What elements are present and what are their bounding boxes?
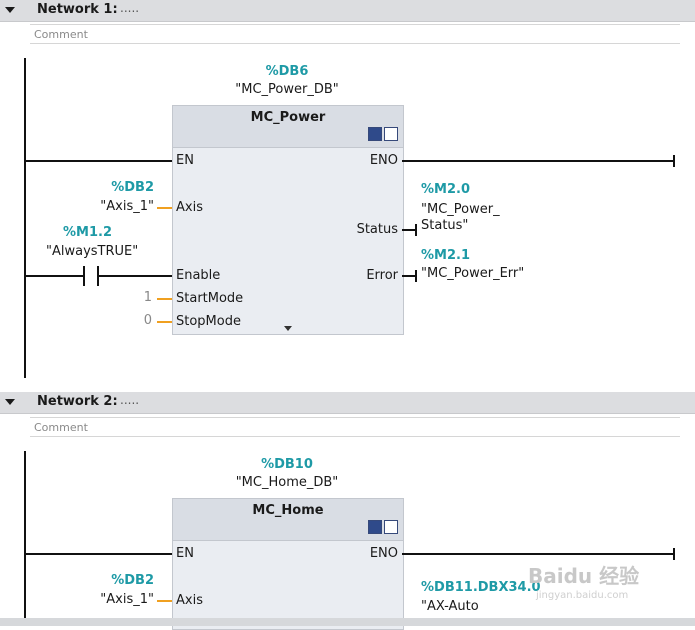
network-2-title: Network 2: — [37, 394, 118, 409]
contact-right-bar — [97, 266, 99, 286]
status-operand-address[interactable]: %M2.0 — [421, 182, 470, 197]
status-operand-name-line2[interactable]: Status" — [421, 218, 469, 233]
wire-contact-left — [26, 275, 83, 277]
network-1-instance-db[interactable]: %DB6 — [265, 64, 309, 79]
pin-en: EN — [176, 153, 194, 168]
watermark-brand: Baidu 经验 — [528, 564, 640, 588]
network-1-instance-name[interactable]: "MC_Power_DB" — [235, 82, 339, 97]
done-operand-name-line1[interactable]: "AX-Auto — [421, 599, 479, 614]
network-2-comment[interactable]: Comment — [30, 417, 680, 437]
wire-contact-right — [99, 275, 172, 277]
mc-home-block[interactable]: MC_Home — [172, 498, 404, 630]
wire-en — [26, 160, 172, 162]
wire-status-end — [415, 224, 417, 236]
axis-operand-address[interactable]: %DB2 — [111, 180, 154, 195]
contact-left-bar — [83, 266, 85, 286]
network-1-power-rail — [24, 58, 26, 378]
pin-status: Status — [356, 222, 398, 237]
axis-operand-address-2[interactable]: %DB2 — [111, 573, 154, 588]
wire-error — [402, 275, 416, 277]
pin-eno: ENO — [369, 153, 398, 168]
wire-eno — [402, 160, 674, 162]
error-operand-name[interactable]: "MC_Power_Err" — [421, 266, 525, 281]
contact-operand-name[interactable]: "AlwaysTRUE" — [46, 244, 139, 259]
network-1-dots[interactable]: ..... — [120, 1, 140, 15]
network-2-instance-db[interactable]: %DB10 — [261, 457, 313, 472]
network-2-instance-name[interactable]: "MC_Home_DB" — [235, 475, 339, 490]
network-2-power-rail — [24, 451, 26, 621]
expand-chevron-icon[interactable] — [284, 326, 292, 331]
horizontal-scrollbar[interactable] — [0, 618, 695, 626]
pin-startmode: StartMode — [176, 291, 244, 306]
axis-operand-name[interactable]: "Axis_1" — [100, 199, 154, 214]
network-1-header[interactable]: Network 1: ..... — [0, 0, 695, 22]
collapse-triangle-icon[interactable] — [5, 399, 15, 405]
wire-stopmode — [157, 321, 172, 323]
error-operand-address[interactable]: %M2.1 — [421, 248, 470, 263]
mc-power-block[interactable]: MC_Power — [172, 105, 404, 335]
wire-en-2 — [26, 553, 172, 555]
pin-eno-2: ENO — [369, 546, 398, 561]
wire-axis-2 — [157, 600, 172, 602]
wire-eno-2-end — [673, 548, 675, 560]
block-watch-icon[interactable] — [384, 520, 398, 534]
block-watch-icon[interactable] — [384, 127, 398, 141]
block-instance-icon[interactable] — [368, 520, 382, 534]
network-1-comment[interactable]: Comment — [30, 24, 680, 44]
wire-status — [402, 229, 416, 231]
status-operand-name-line1[interactable]: "MC_Power_ — [421, 202, 500, 217]
startmode-value[interactable]: 1 — [143, 290, 152, 305]
contact-operand-address[interactable]: %M1.2 — [63, 225, 112, 240]
axis-operand-name-2[interactable]: "Axis_1" — [100, 592, 154, 607]
wire-axis — [157, 207, 172, 209]
pin-error: Error — [366, 268, 398, 283]
mc-home-block-header — [173, 499, 403, 541]
mc-power-block-name: MC_Power — [250, 110, 326, 125]
block-instance-icon[interactable] — [368, 127, 382, 141]
pin-axis: Axis — [176, 200, 203, 215]
wire-startmode — [157, 298, 172, 300]
wire-error-end — [415, 270, 417, 282]
pin-en-2: EN — [176, 546, 194, 561]
watermark-url: jingyan.baidu.com — [536, 590, 629, 601]
wire-eno-end — [673, 155, 675, 167]
done-operand-address[interactable]: %DB11.DBX34.0 — [421, 580, 541, 595]
network-1-title: Network 1: — [37, 2, 118, 17]
network-2-dots[interactable]: ..... — [120, 393, 140, 407]
mc-power-block-header — [173, 106, 403, 148]
pin-stopmode: StopMode — [176, 314, 241, 329]
pin-axis-2: Axis — [176, 593, 203, 608]
network-2-header[interactable]: Network 2: ..... — [0, 392, 695, 414]
stopmode-value[interactable]: 0 — [143, 313, 152, 328]
collapse-triangle-icon[interactable] — [5, 7, 15, 13]
pin-enable: Enable — [176, 268, 221, 283]
mc-home-block-name: MC_Home — [252, 503, 324, 518]
wire-eno-2 — [402, 553, 674, 555]
